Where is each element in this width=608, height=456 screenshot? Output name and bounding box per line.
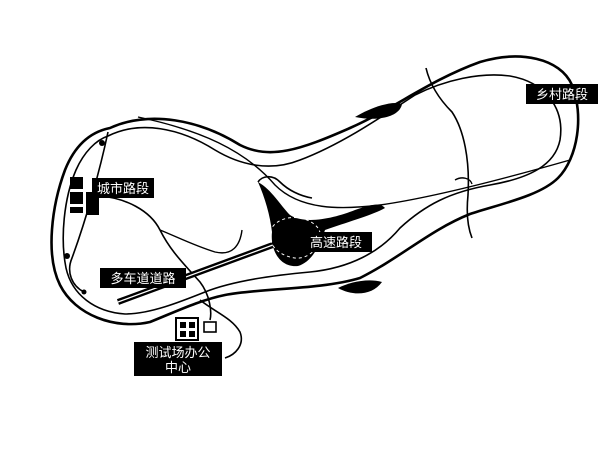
multilane-road: [116, 232, 302, 305]
label-rural-road: 乡村路段: [526, 84, 598, 104]
inner-track-loop: [62, 74, 562, 315]
label-multilane-road-text: 多车道道路: [110, 271, 175, 287]
city-connector-road: [99, 195, 212, 321]
north-bulge: [355, 102, 402, 119]
highway-ramp: [257, 175, 313, 199]
junction-node: [64, 253, 70, 259]
label-city-road: 城市路段: [92, 178, 154, 198]
junction-node: [99, 140, 105, 146]
office-building-icon: [175, 317, 217, 341]
label-office-center-line1: 测试场办公: [145, 346, 210, 361]
highway-inner-loop: [269, 216, 321, 259]
highway-shape: [258, 182, 385, 267]
label-rural-road-text: 乡村路段: [536, 87, 588, 103]
small-arc-marker: [454, 177, 473, 185]
city-connector-road: [159, 229, 243, 254]
city-vertical-road: [68, 131, 109, 293]
label-office-center-line2: 中心: [165, 361, 191, 376]
outer-track-loop: [50, 55, 580, 326]
label-multilane-road: 多车道道路: [100, 268, 186, 288]
label-highway: 高速路段: [300, 232, 372, 252]
label-city-road-text: 城市路段: [97, 181, 149, 197]
right-vertical-road: [425, 67, 473, 239]
junction-node: [81, 289, 87, 295]
label-highway-text: 高速路段: [310, 235, 362, 251]
south-bulge: [338, 280, 382, 294]
office-access-road: [199, 299, 243, 359]
label-office-center: 测试场办公 中心: [134, 342, 222, 376]
straight-interior-road: [137, 116, 571, 209]
